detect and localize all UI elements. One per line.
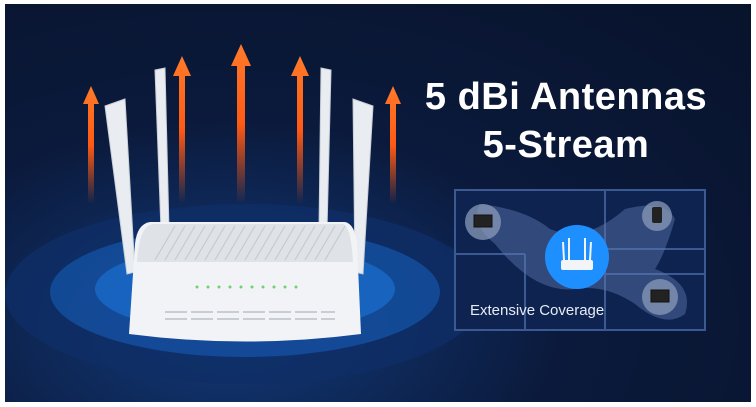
arrow-icons [83, 44, 401, 204]
headline-antennas: 5 dBi Antennas [424, 76, 708, 118]
router-illustration [5, 44, 706, 384]
router [129, 222, 361, 342]
product-banner: 5 dBi Antennas 5-Stream Extensive Covera… [5, 4, 751, 402]
headline-stream: 5-Stream [482, 124, 650, 166]
coverage-floorplan [454, 189, 706, 331]
coverage-label: Extensive Coverage [470, 302, 605, 319]
router-badge [545, 225, 609, 289]
